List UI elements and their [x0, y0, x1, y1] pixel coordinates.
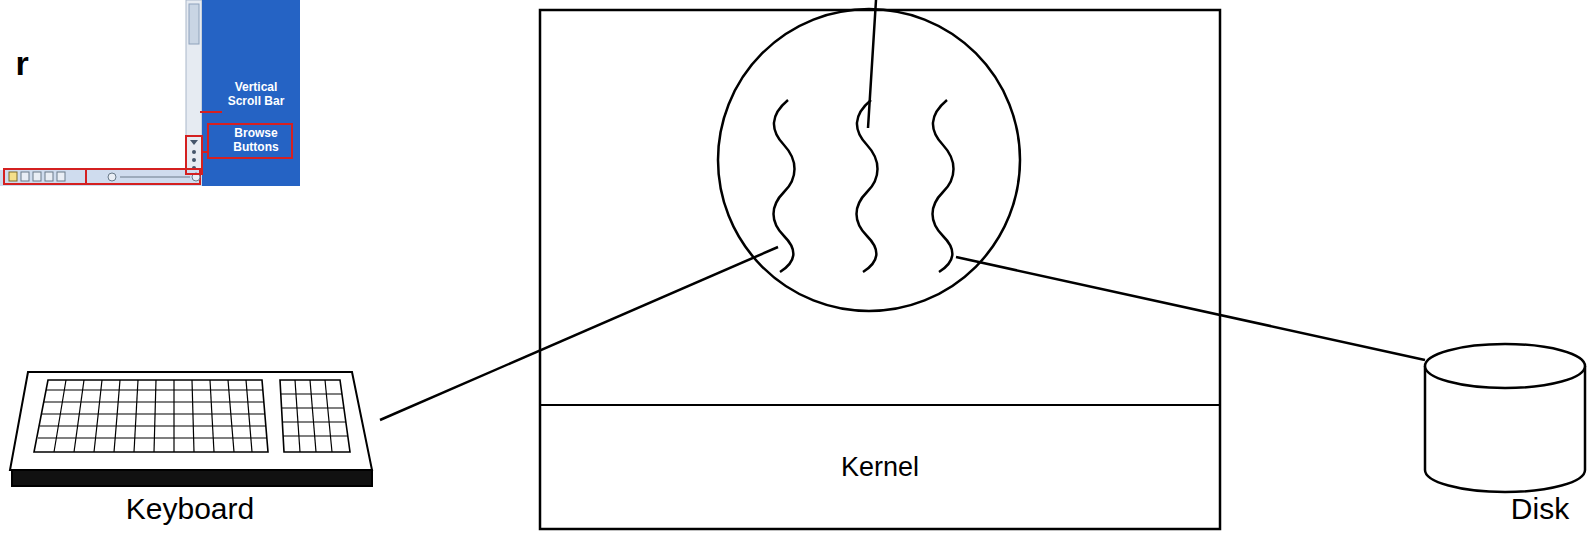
disk-icon	[1425, 344, 1585, 492]
screenshot-crop	[0, 0, 300, 186]
keyboard-icon	[10, 372, 372, 486]
callout-text: Browse Buttons	[221, 127, 291, 155]
band-label: Kernel	[841, 452, 919, 483]
device-label: Keyboard	[126, 492, 254, 527]
thread-lines	[774, 100, 954, 272]
leader-lines	[380, 0, 1425, 420]
process-circle	[718, 9, 1020, 311]
process-box	[540, 10, 1220, 529]
device-label: Disk	[1511, 492, 1569, 527]
callout-text: Vertical Scroll Bar	[227, 81, 285, 109]
cropped-letter: r	[15, 44, 28, 83]
kernel-band: Kernel	[540, 404, 1220, 529]
